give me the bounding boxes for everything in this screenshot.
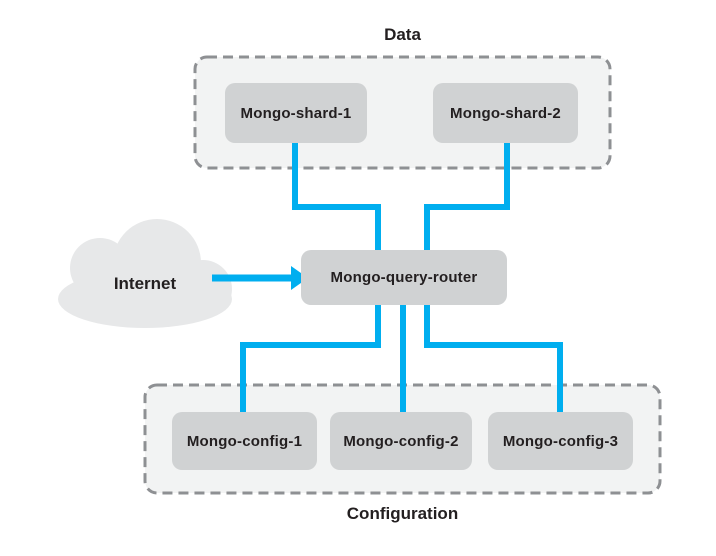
connector-shard2-router bbox=[424, 143, 510, 253]
connector-lines bbox=[240, 143, 563, 415]
data-group-label: Data bbox=[384, 25, 421, 44]
node-mongo-config-3: Mongo-config-3 bbox=[488, 412, 633, 470]
node-mongo-config-2-label: Mongo-config-2 bbox=[343, 432, 459, 450]
node-mongo-shard-1-label: Mongo-shard-1 bbox=[240, 104, 352, 122]
node-mongo-config-3-label: Mongo-config-3 bbox=[502, 432, 619, 450]
node-mongo-config-2: Mongo-config-2 bbox=[330, 412, 472, 470]
internet-label: Internet bbox=[113, 274, 177, 293]
node-mongo-query-router-label: Mongo-query-router bbox=[330, 269, 478, 286]
arrow-right-icon bbox=[212, 266, 308, 290]
node-mongo-config-1-label: Mongo-config-1 bbox=[186, 432, 303, 450]
node-mongo-query-router: Mongo-query-router bbox=[301, 250, 507, 305]
connector-shard1-router bbox=[292, 143, 381, 253]
node-mongo-shard-2: Mongo-shard-2 bbox=[433, 83, 578, 143]
node-mongo-config-1: Mongo-config-1 bbox=[172, 412, 317, 470]
cloud-icon bbox=[58, 219, 232, 328]
connector-router-config3 bbox=[424, 302, 563, 415]
node-mongo-shard-2-label: Mongo-shard-2 bbox=[450, 104, 561, 122]
connector-router-config1 bbox=[240, 302, 381, 415]
configuration-group-label: Configuration bbox=[346, 504, 459, 523]
node-mongo-shard-1: Mongo-shard-1 bbox=[225, 83, 367, 143]
